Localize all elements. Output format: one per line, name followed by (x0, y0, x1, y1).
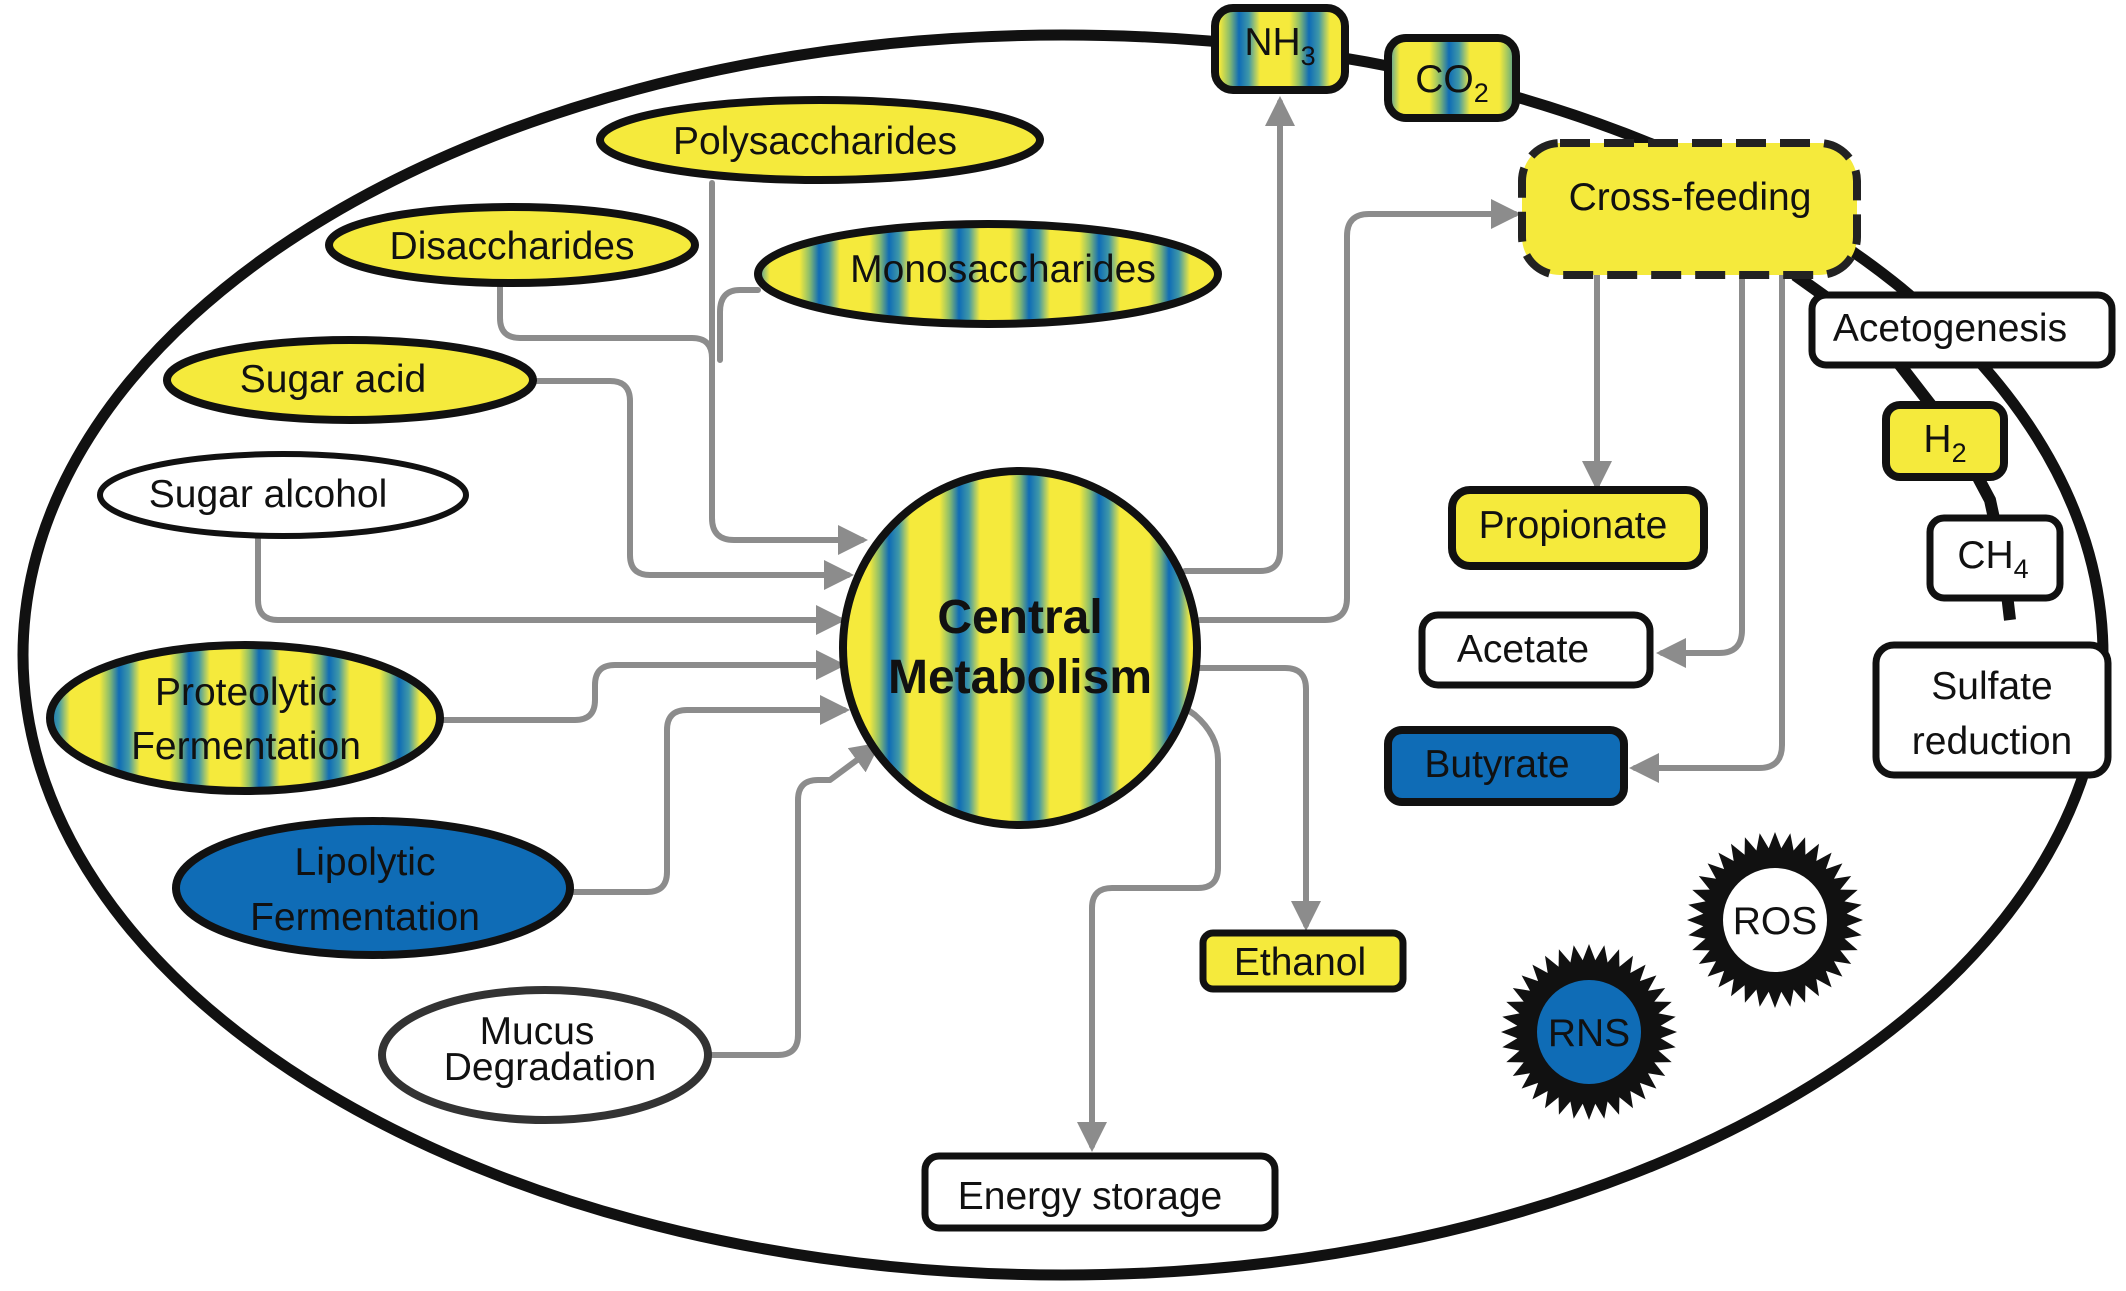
node-shape (1199, 929, 1407, 993)
node-shape (596, 96, 1044, 184)
node-nh3: NH3 (1211, 4, 1349, 94)
node-monosaccharides: Monosaccharides (754, 220, 1222, 328)
node-label-line1: Lipolytic (295, 841, 436, 884)
node-polysaccharides: Polysaccharides (596, 96, 1044, 184)
arrow-central-to-energy-storage (1077, 707, 1221, 1152)
node-mucus-degradation: Mucus Degradation (378, 986, 712, 1124)
node-shape (172, 817, 574, 959)
node-ethanol: Ethanol (1199, 929, 1407, 993)
node-label-line2: Fermentation (131, 725, 361, 768)
node-label: Disaccharides (390, 225, 635, 268)
node-lipolytic-fermentation: Lipolytic Fermentation (172, 817, 574, 959)
node-label: Acetate (1457, 628, 1589, 671)
node-sugar-alcohol: Sugar alcohol (97, 451, 469, 539)
node-shape (1882, 401, 2008, 481)
arrow-central-to-ethanol (1197, 665, 1321, 931)
node-shape (1418, 611, 1654, 689)
arrow-central-to-nh3 (1182, 96, 1295, 574)
node-shape (754, 220, 1222, 328)
node-sulfate-reduction: Sulfate reduction (1872, 641, 2112, 779)
node-label: H2 (1923, 418, 1966, 468)
node-rns: RNS (1501, 944, 1677, 1120)
node-label-line2: Fermentation (250, 896, 480, 939)
node-label: Ethanol (1234, 941, 1366, 984)
node-label: Polysaccharides (673, 120, 957, 163)
node-label: Sugar acid (240, 358, 426, 401)
node-label-line1: Proteolytic (155, 671, 337, 714)
arrow-sugar-acid-to-central (530, 378, 854, 590)
node-shape (1384, 34, 1520, 122)
node-butyrate: Butyrate (1384, 726, 1628, 806)
starburst-inner (1723, 868, 1827, 972)
node-shape (1518, 139, 1861, 279)
node-shape (1211, 4, 1349, 94)
arrow-monosaccharides-to-central (717, 287, 761, 363)
node-shape (1808, 291, 2116, 369)
node-label: NH3 (1244, 21, 1315, 71)
node-label-line2: Degradation (444, 1046, 656, 1089)
node-label-line1: Central (937, 591, 1102, 644)
node-label: CO2 (1415, 58, 1489, 108)
arrow-mucus-to-central (705, 742, 881, 1058)
arrows (255, 96, 1785, 1152)
arrow-central-to-cross-feeding (1197, 199, 1521, 623)
node-label: Acetogenesis (1833, 307, 2067, 350)
node-energy-storage: Energy storage (921, 1152, 1279, 1232)
node-shape (46, 641, 444, 795)
arrow-disaccharides-to-central (497, 282, 715, 361)
node-label: Sugar alcohol (149, 473, 388, 516)
node-shape (1384, 726, 1628, 806)
arrow-proteolytic-to-central (440, 650, 846, 723)
node-h2: H2 (1882, 401, 2008, 481)
node-sugar-acid: Sugar acid (163, 336, 537, 424)
node-ros: ROS (1687, 832, 1863, 1008)
node-label-line2: reduction (1912, 720, 2072, 763)
starburst-inner (1537, 980, 1641, 1084)
arrow-sugar-alcohol-to-central (255, 535, 846, 635)
node-label: Propionate (1479, 504, 1668, 547)
node-label-line1: Sulfate (1931, 665, 2052, 708)
node-label: RNS (1548, 1012, 1630, 1055)
node-label: Butyrate (1424, 743, 1569, 786)
node-propionate: Propionate (1448, 486, 1708, 570)
node-shape (163, 336, 537, 424)
node-label-line1: Mucus (480, 1010, 595, 1053)
arrow-polysaccharides-to-central (709, 180, 868, 555)
node-shape (921, 1152, 1279, 1232)
node-acetate: Acetate (1418, 611, 1654, 689)
arrow-lipolytic-to-central (569, 695, 850, 895)
node-proteolytic-fermentation: Proteolytic Fermentation (46, 641, 444, 795)
arrow-cross-feeding-to-acetate (1656, 272, 1745, 668)
arrow-cross-feeding-to-butyrate (1629, 272, 1785, 783)
node-co2: CO2 (1384, 34, 1520, 122)
node-label: CH4 (1957, 534, 2028, 584)
node-central-metabolism: Central Metabolism (839, 467, 1201, 829)
node-label: Monosaccharides (850, 248, 1156, 291)
node-shape (325, 203, 699, 287)
node-shape (97, 451, 469, 539)
node-shape (378, 986, 712, 1124)
node-ch4: CH4 (1926, 514, 2064, 602)
node-label: Energy storage (958, 1175, 1223, 1218)
node-shape (839, 467, 1201, 829)
node-shape (1872, 641, 2112, 779)
node-disaccharides: Disaccharides (325, 203, 699, 287)
node-shape (1448, 486, 1708, 570)
node-shape (1926, 514, 2064, 602)
node-label: Cross-feeding (1569, 176, 1812, 219)
node-label: ROS (1733, 900, 1818, 943)
node-acetogenesis: Acetogenesis (1808, 291, 2116, 369)
node-label-line2: Metabolism (888, 651, 1152, 704)
node-cross-feeding: Cross-feeding (1518, 139, 1861, 279)
